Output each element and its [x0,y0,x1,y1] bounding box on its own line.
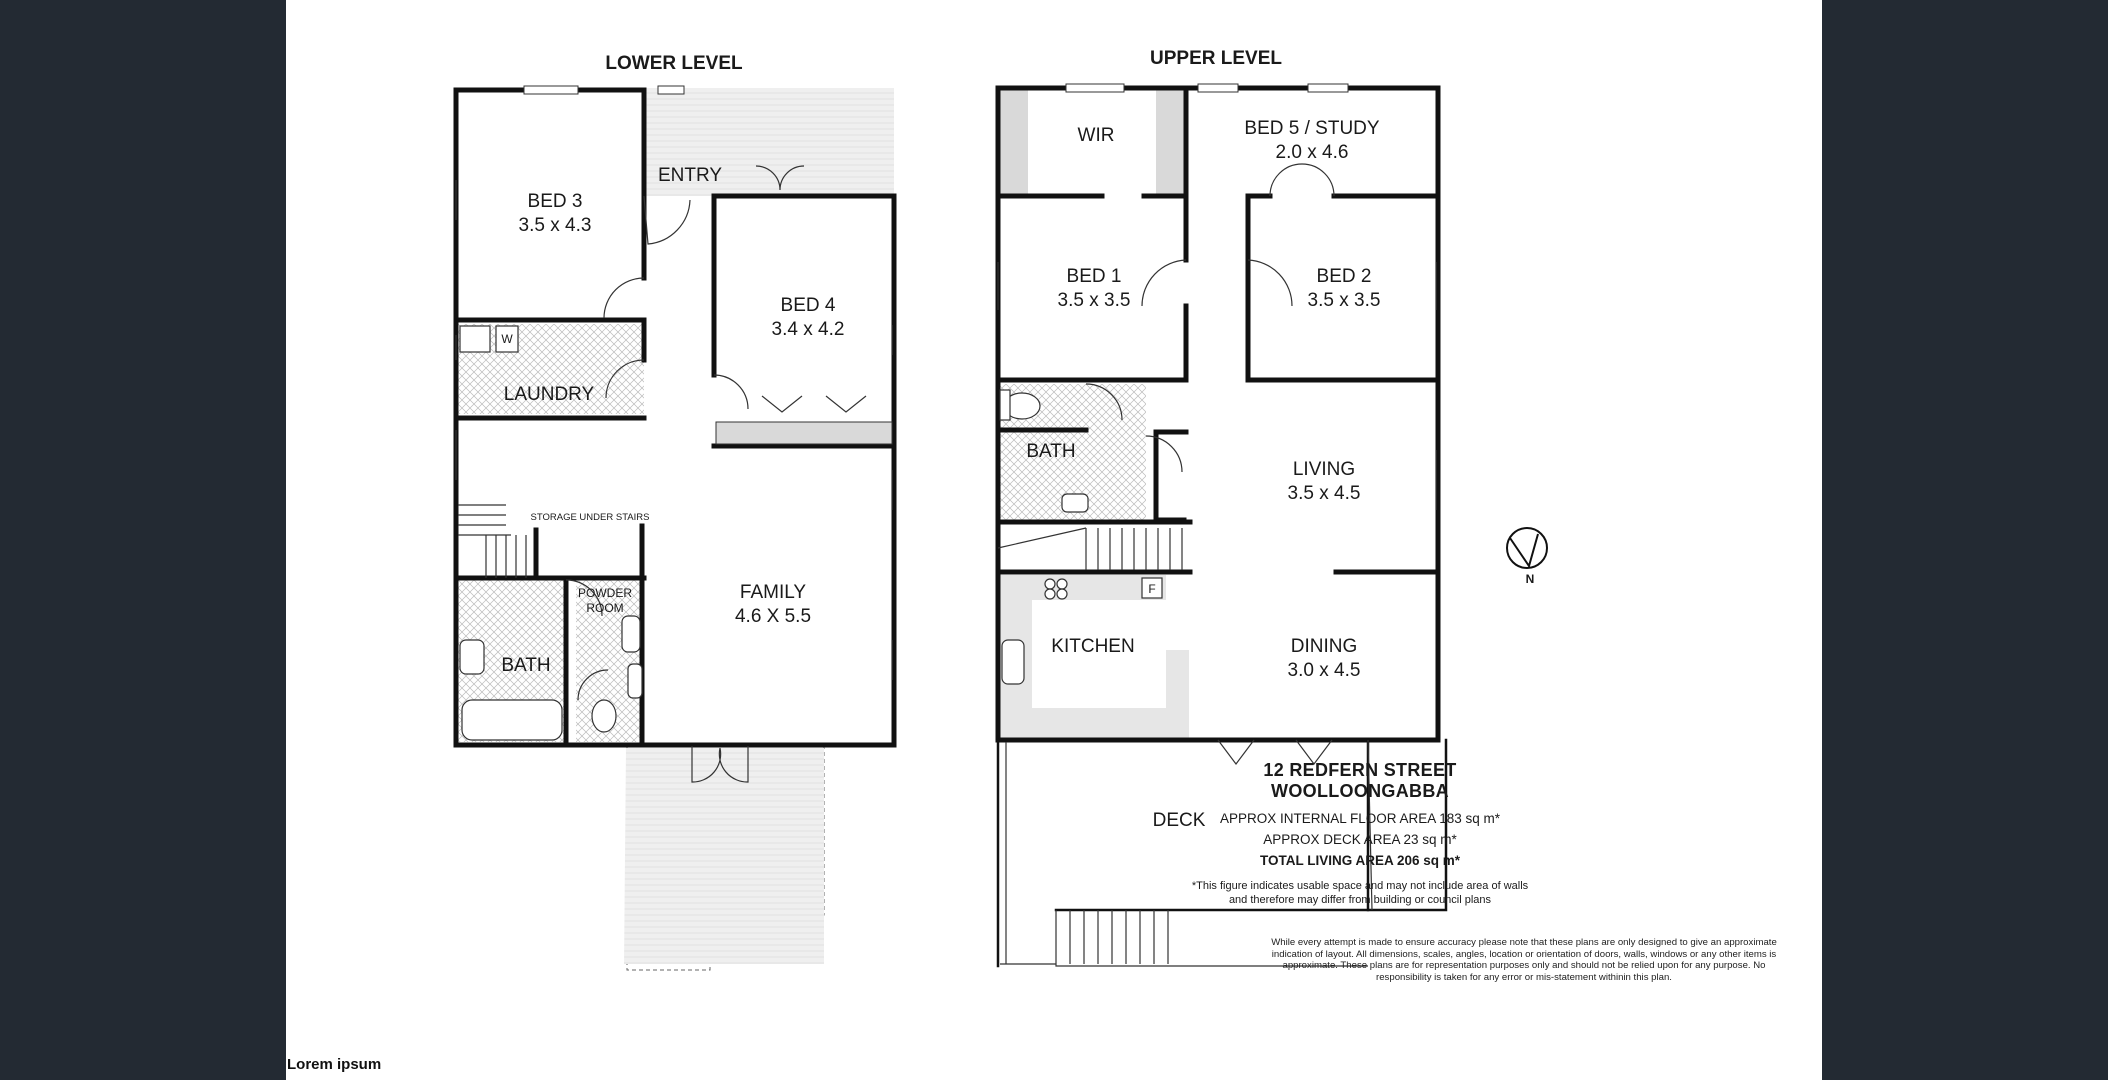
disclaimer: While every attempt is made to ensure ac… [1271,937,1777,983]
deck-area: APPROX DECK AREA 23 sq m* [1263,832,1457,847]
dining-size: 3.0 x 4.5 [1288,660,1361,681]
family-name: FAMILY [740,582,806,603]
bed5-size: 2.0 x 4.6 [1276,142,1349,163]
wir-shelf-right [1156,90,1186,194]
bed5-name: BED 5 / STUDY [1244,118,1379,139]
wir-name: WIR [1078,125,1115,146]
bed4-name: BED 4 [781,295,836,316]
property-info: 12 REDFERN STREET WOOLLOONGABBA APPROX I… [1100,760,1620,907]
bed2-size: 3.5 x 3.5 [1308,290,1381,311]
dining-name: DINING [1291,636,1358,657]
washer-label: W [501,332,513,346]
powder-room-line1: POWDER [578,586,632,600]
total-area: TOTAL LIVING AREA 206 sq m* [1259,853,1461,868]
powder-room-line2: ROOM [586,601,623,615]
bed3-name: BED 3 [528,191,583,212]
bed1-size: 3.5 x 3.5 [1058,290,1131,311]
area-note: *This figure indicates usable space and … [1191,880,1529,906]
bed4-size: 3.4 x 4.2 [772,319,845,340]
living-size: 3.5 x 4.5 [1288,483,1361,504]
upper-level-title: UPPER LEVEL [1150,48,1282,69]
lower-bath-name: BATH [501,655,550,676]
compass-north-label: N [1526,572,1535,586]
laundry-name: LAUNDRY [504,384,595,405]
upper-bath-name: BATH [1026,441,1075,462]
deck-name: DECK [1153,810,1206,831]
address-line2: WOOLLOONGABBA [1271,781,1449,801]
wir-shelf-left [998,90,1028,194]
compass-icon: N [1506,527,1548,586]
footer-text: Lorem ipsum [287,1056,382,1073]
bed3-size: 3.5 x 4.3 [519,215,592,236]
kitchen-bench [998,575,1189,738]
lower-level-title: LOWER LEVEL [605,53,743,74]
bed2-name: BED 2 [1317,266,1372,287]
upper-level-plan: UPPER LEVEL WIR BED 5 / STUDY 2.0 x 4.6 … [995,48,1448,968]
address-line1: 12 REDFERN STREET [1263,760,1457,780]
living-name: LIVING [1293,459,1355,480]
family-size: 4.6 X 5.5 [735,606,811,627]
entry-paving [646,88,894,196]
internal-area: APPROX INTERNAL FLOOR AREA 183 sq m* [1219,811,1501,826]
lower-patio [624,748,824,964]
kitchen-name: KITCHEN [1051,636,1134,657]
floor-plan-sheet: LOWER LEVEL BED 3 3.5 x 4.3 ENTRY BED 4 … [286,0,1822,1080]
fridge-label: F [1148,582,1155,596]
floor-plan-drawing: LOWER LEVEL BED 3 3.5 x 4.3 ENTRY BED 4 … [453,48,1548,971]
bed1-name: BED 1 [1067,266,1122,287]
entry-name: ENTRY [658,165,722,186]
storage-label: STORAGE UNDER STAIRS [531,512,650,523]
lower-level-plan: LOWER LEVEL BED 3 3.5 x 4.3 ENTRY BED 4 … [453,53,897,971]
